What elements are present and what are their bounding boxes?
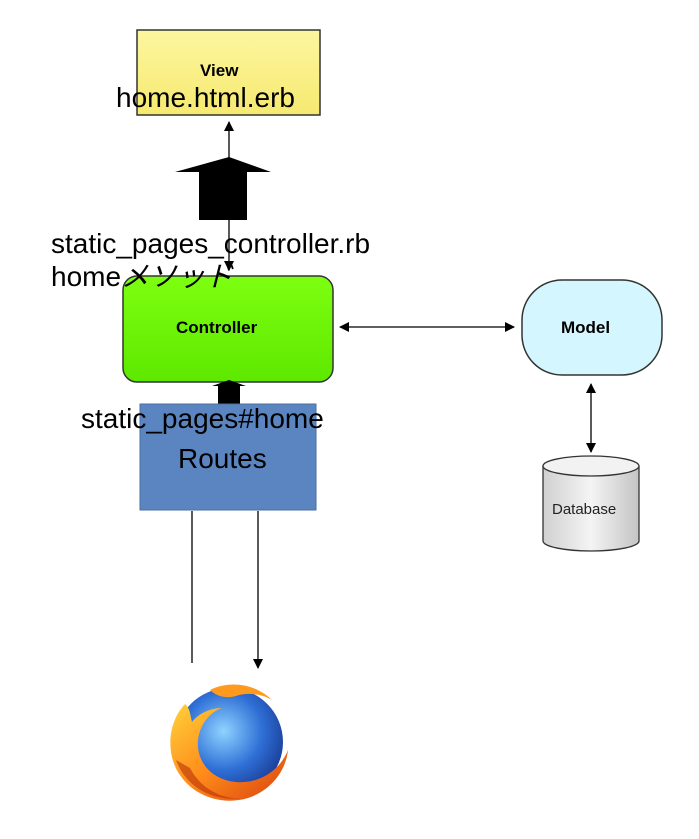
controller-method-label: homeメソッド — [51, 263, 233, 291]
model-title: Model — [561, 318, 611, 337]
routes-action-label: static_pages#home — [81, 403, 324, 434]
database-cylinder — [542, 455, 640, 552]
controller-title: Controller — [176, 318, 258, 337]
routes-to-controller-arrow — [212, 380, 246, 404]
big-up-arrow-view — [175, 157, 271, 220]
method-suffix: メソッド — [121, 260, 234, 293]
routes-box — [139, 403, 317, 511]
firefox-icon — [170, 684, 288, 801]
model-box — [521, 279, 663, 376]
view-box — [136, 29, 321, 116]
view-title: View — [200, 61, 239, 80]
routes-title: Routes — [178, 443, 267, 474]
controller-file-label: static_pages_controller.rb — [51, 228, 371, 259]
view-file-label: home.html.erb — [116, 82, 295, 113]
database-title: Database — [552, 501, 617, 518]
method-name: home — [51, 261, 122, 292]
